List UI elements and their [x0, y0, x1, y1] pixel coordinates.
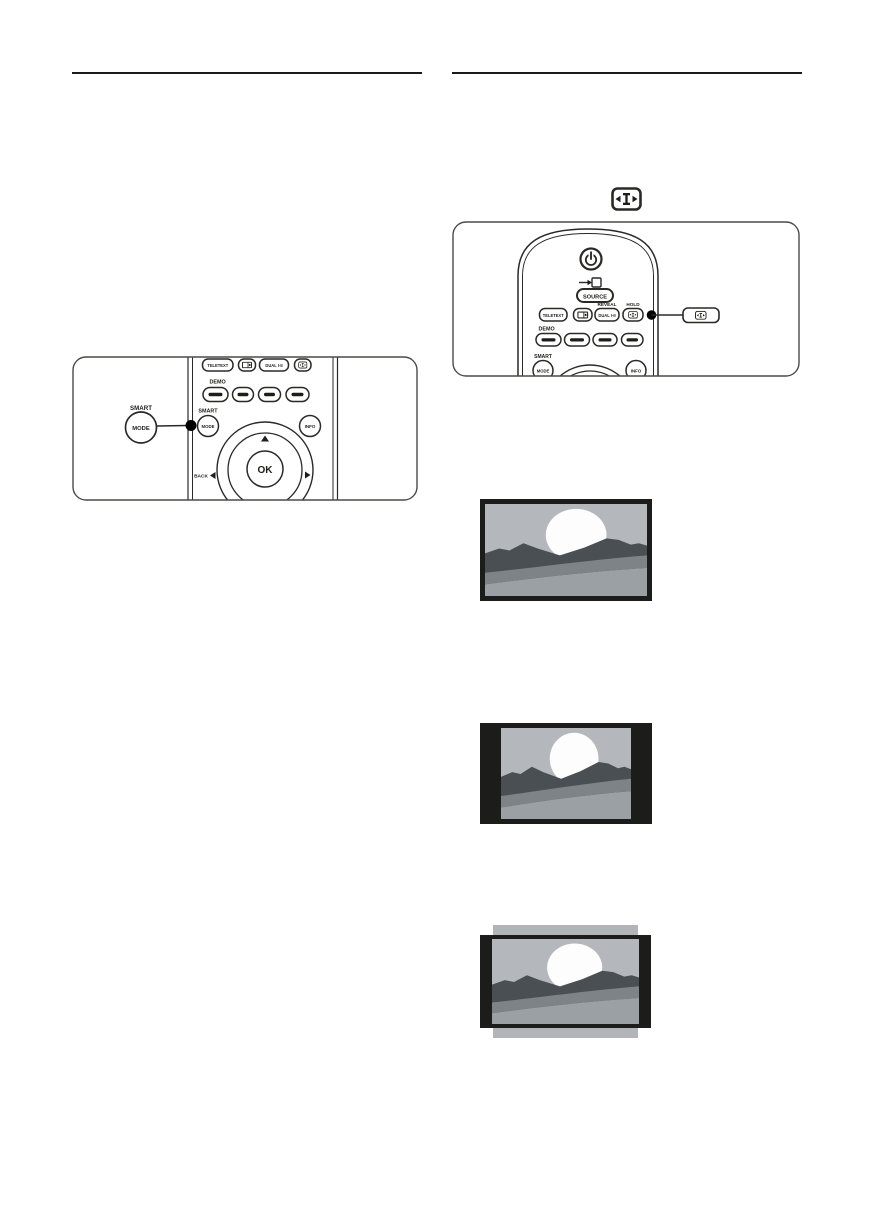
- tv-picture: [492, 939, 639, 1024]
- dual-screen-button: [237, 358, 257, 372]
- callout-line: [156, 424, 189, 427]
- callout-dot: [185, 420, 197, 431]
- arrow-up-icon: [261, 435, 269, 442]
- arrow-right-icon: [305, 471, 311, 479]
- figure-frame: [72, 356, 418, 501]
- dual-sound-button: DUAL I-II: [594, 307, 620, 322]
- cropped-top-bar: [493, 925, 638, 937]
- source-input-icon: [579, 277, 602, 288]
- back-label: BACK: [194, 474, 208, 480]
- tv-illustration-zoom: [480, 925, 652, 1038]
- remote-figure-picture-format: SOURCE TELETEXT REVEAL DUAL I-II HOLD: [452, 221, 800, 377]
- ok-button: OK: [246, 450, 284, 488]
- info-button: INFO: [298, 414, 322, 438]
- color-key-buttons: [535, 332, 644, 347]
- teletext-button-label: TELETEXT: [207, 363, 228, 368]
- nav-ring-outer: [543, 364, 637, 376]
- callout-mode-label: MODE: [132, 426, 150, 432]
- remote-figure-smart-mode: SMART MODE TELETEXT: [72, 356, 418, 501]
- smart-mode-callout-button: MODE: [124, 411, 158, 444]
- tv-illustration-4-3: [480, 723, 652, 824]
- teletext-button: TELETEXT: [201, 358, 234, 372]
- smart-mode-button: MODE: [532, 359, 554, 376]
- arrow-left-icon: [210, 472, 216, 479]
- smart-label: SMART: [198, 409, 218, 415]
- remote-body-inner-line: [522, 232, 654, 376]
- cropped-bottom-bar: [493, 1026, 638, 1038]
- power-standby-icon: [584, 251, 598, 266]
- color-key-buttons: [202, 386, 310, 403]
- reveal-label: REVEAL: [597, 302, 616, 307]
- smart-mode-button-label: MODE: [202, 424, 215, 429]
- info-button-label: INFO: [631, 369, 642, 374]
- dual-sound-button-label: DUAL I-II: [265, 363, 282, 368]
- hold-label: HOLD: [626, 302, 640, 307]
- picture-format-icon: [694, 310, 707, 320]
- teletext-button: TELETEXT: [538, 307, 568, 322]
- picture-format-callout-button: [682, 307, 720, 324]
- demo-label: DEMO: [539, 327, 555, 333]
- figure-frame: [452, 221, 800, 377]
- source-button: SOURCE: [576, 288, 614, 303]
- picture-format-button: [622, 307, 644, 322]
- left-column-rule: [72, 72, 422, 74]
- picture-format-icon: [611, 187, 642, 211]
- ok-button-label: OK: [258, 465, 274, 476]
- picture-format-button: [293, 358, 312, 372]
- picture-format-icon: [628, 311, 638, 319]
- dual-sound-button: DUAL I-II: [258, 358, 290, 372]
- info-button: INFO: [625, 359, 647, 376]
- smart-mode-button-label: MODE: [537, 369, 550, 374]
- smart-label: SMART: [534, 354, 552, 360]
- teletext-button-label: TELETEXT: [543, 313, 564, 318]
- callout-smart-label: SMART: [130, 405, 152, 412]
- tv-picture: [501, 728, 631, 819]
- nav-ring-inner: [549, 370, 631, 376]
- picture-format-icon: [298, 361, 308, 369]
- tv-illustration-widescreen: [480, 499, 652, 601]
- demo-label: DEMO: [210, 380, 226, 386]
- tv-picture: [485, 504, 647, 596]
- source-button-label: SOURCE: [583, 295, 607, 301]
- power-button: [579, 247, 603, 271]
- right-column-rule: [452, 72, 802, 74]
- info-button-label: INFO: [305, 424, 316, 429]
- dual-sound-button-label: DUAL I-II: [598, 313, 615, 318]
- smart-mode-button: MODE: [196, 414, 220, 438]
- dual-screen-button: [572, 307, 593, 322]
